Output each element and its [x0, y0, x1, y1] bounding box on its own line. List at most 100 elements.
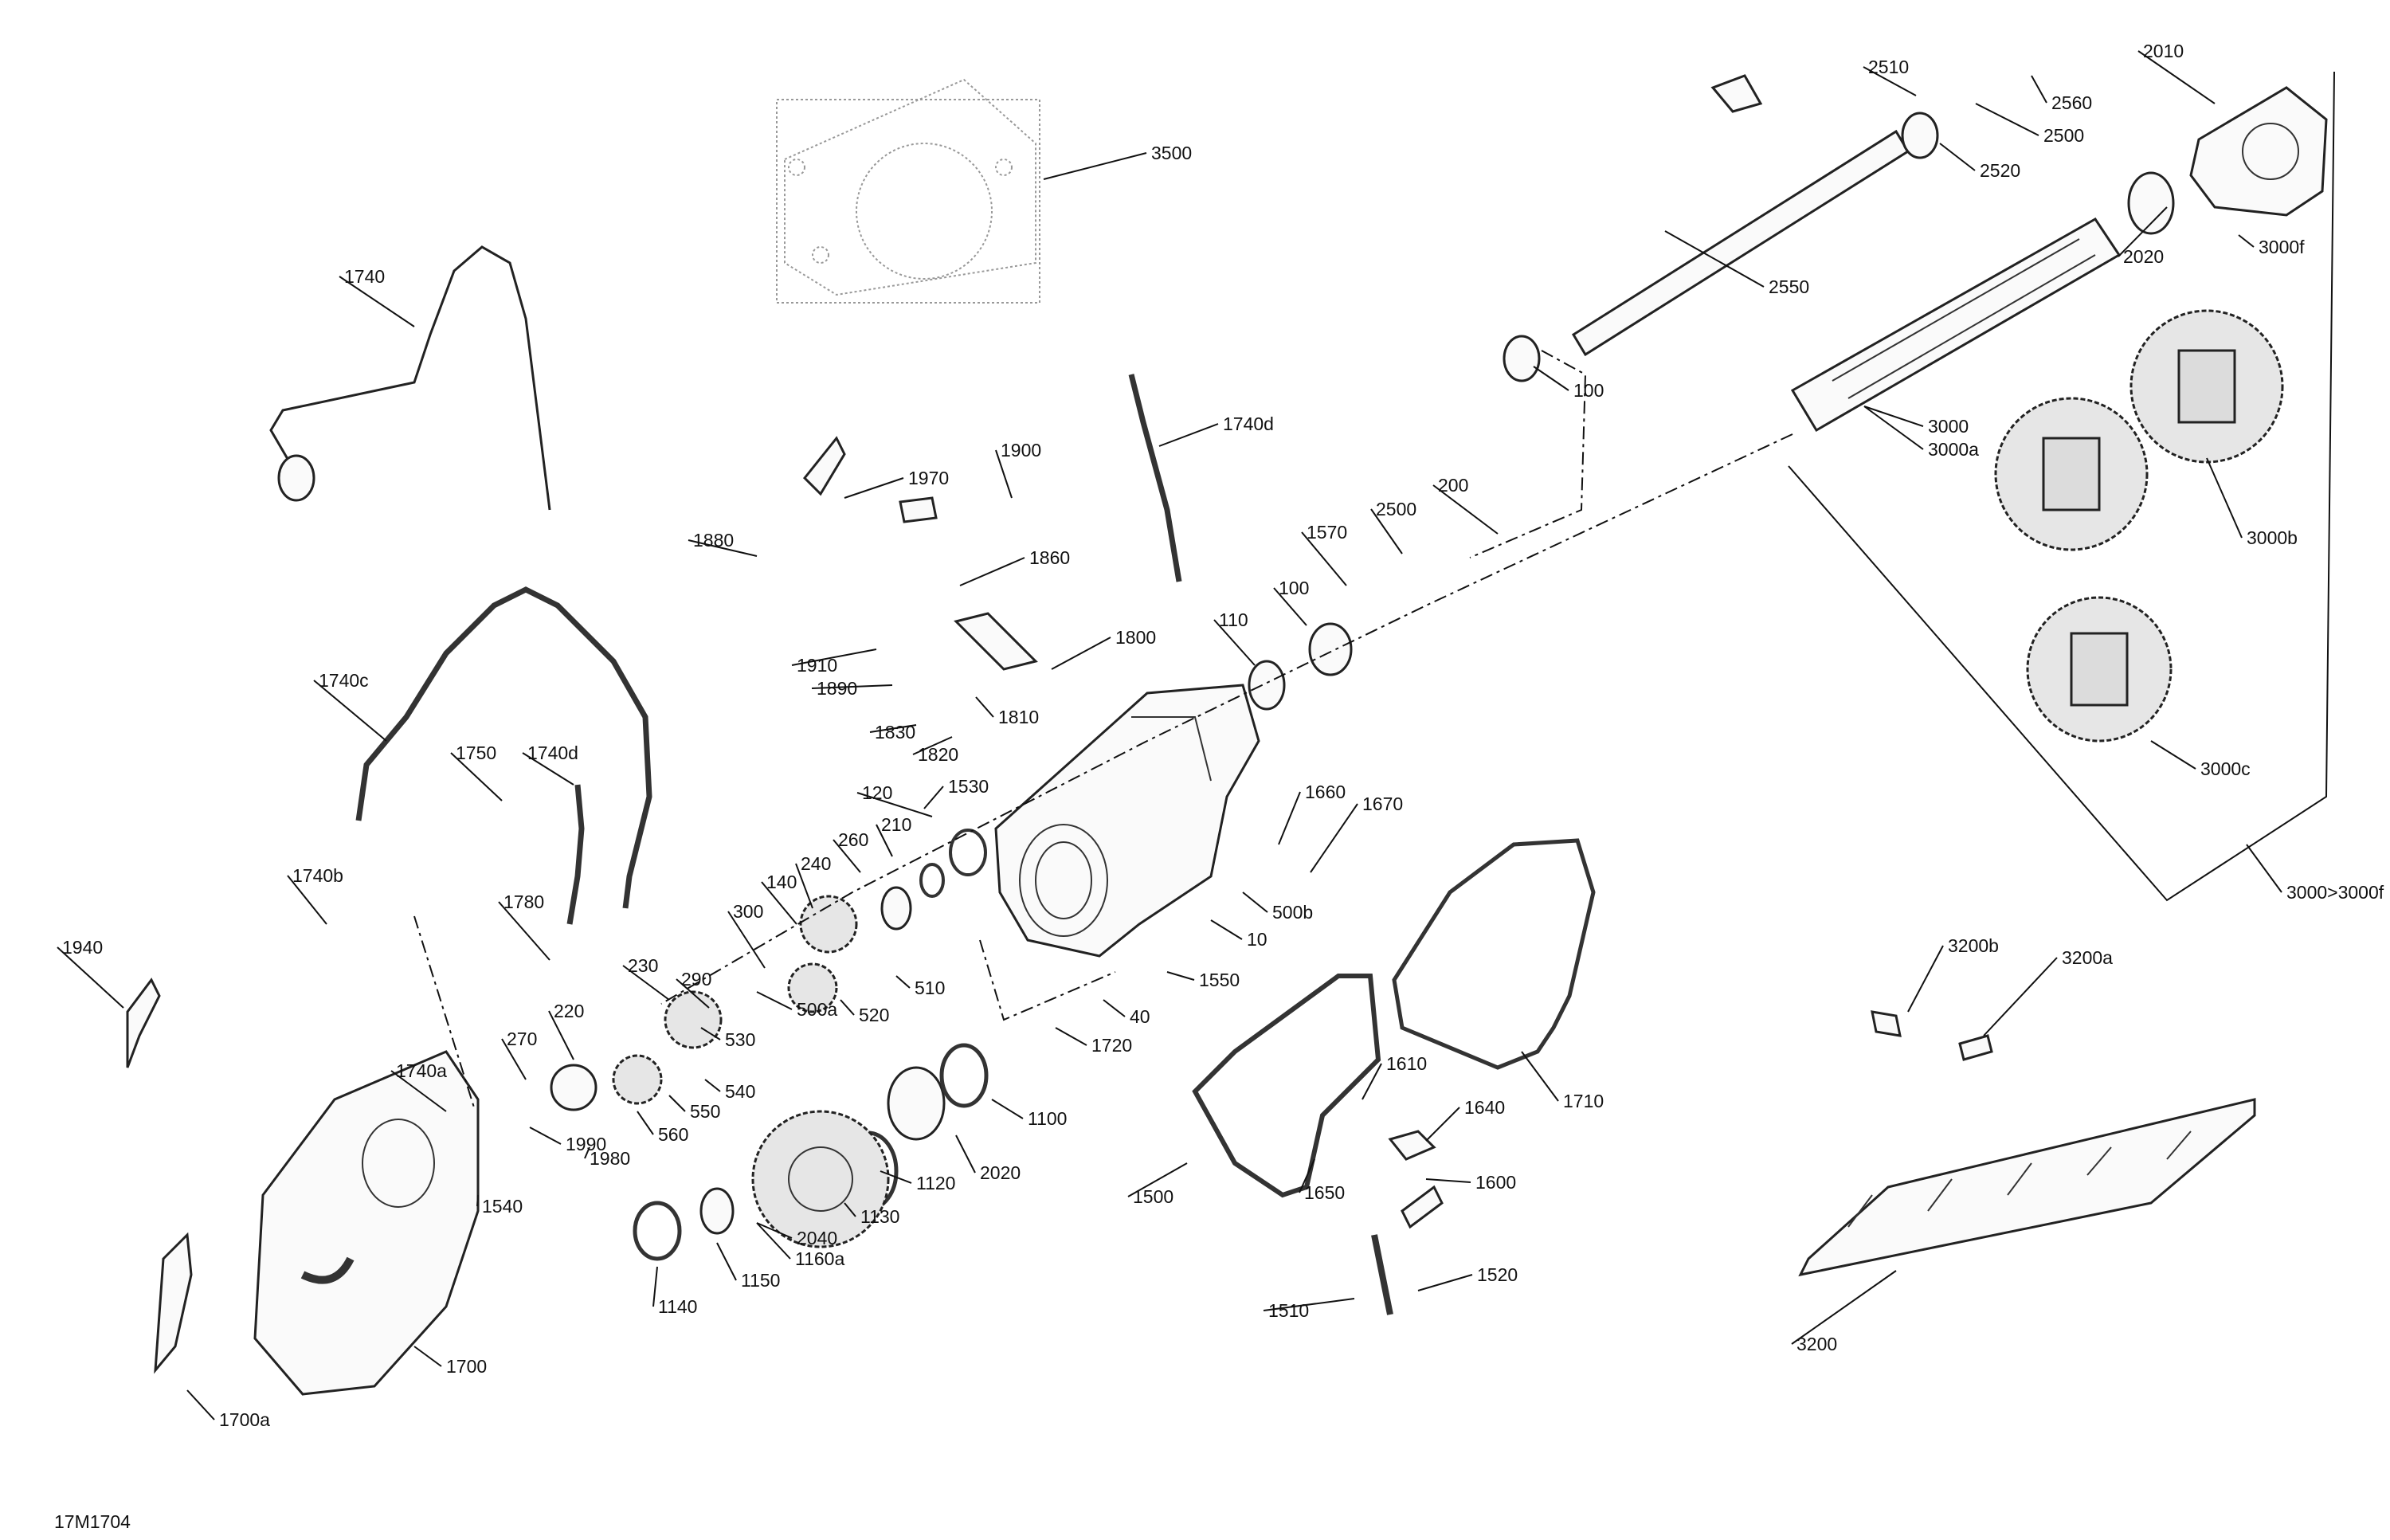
leader-line-3000>3000f — [2246, 844, 2282, 893]
callout-label-1550: 1550 — [1199, 970, 1240, 990]
callout-label-3000c: 3000c — [2200, 758, 2251, 779]
leader-line-1800 — [1051, 637, 1111, 670]
leader-line-2020 — [2118, 206, 2168, 257]
leader-line-1160a — [756, 1222, 791, 1260]
leader-line-1860 — [959, 557, 1025, 586]
leader-line-1980 — [584, 1146, 590, 1159]
leader-line-3200 — [1791, 1270, 1897, 1345]
leader-line-220 — [548, 1010, 574, 1060]
leader-line-1670 — [1310, 803, 1358, 873]
callout-label-1520: 1520 — [1477, 1264, 1518, 1285]
callout-label-1120: 1120 — [916, 1173, 955, 1193]
leader-line-1660 — [1278, 791, 1301, 845]
callout-label-1670: 1670 — [1362, 794, 1403, 814]
callout-label-40: 40 — [1130, 1006, 1150, 1027]
callout-label-500b: 500b — [1272, 902, 1313, 923]
callout-label-550: 550 — [690, 1101, 720, 1122]
leader-line-1990 — [529, 1127, 562, 1145]
leader-line-1720 — [1055, 1027, 1087, 1046]
callout-label-3000: 3000 — [1928, 416, 1969, 437]
leader-line-560 — [637, 1111, 654, 1135]
leader-line-1570 — [1301, 531, 1347, 586]
leader-line-1520 — [1417, 1274, 1473, 1291]
callout-label-1710: 1710 — [1563, 1091, 1604, 1111]
callout-label-1750: 1750 — [456, 743, 496, 763]
leader-line-210 — [876, 824, 893, 857]
leader-line-1130 — [844, 1202, 856, 1217]
leader-line-240 — [795, 863, 813, 909]
line-1740 — [269, 245, 551, 511]
leader-line-1150 — [716, 1242, 737, 1281]
callout-label-1990: 1990 — [566, 1134, 606, 1154]
leader-line-510 — [895, 975, 911, 989]
leader-line-1910 — [791, 649, 877, 666]
leader-line-1610 — [1362, 1063, 1382, 1100]
leader-line-1750 — [450, 752, 503, 801]
leader-line-530 — [700, 1027, 721, 1040]
belt-1500 — [1192, 974, 1381, 1198]
callout-label-1740: 1740 — [344, 266, 385, 287]
callout-label-1830: 1830 — [875, 722, 915, 743]
leader-line-3000 — [1863, 406, 1924, 427]
gears-stack — [550, 895, 890, 1248]
leader-line-120 — [856, 792, 933, 817]
callout-label-270: 270 — [507, 1029, 537, 1049]
leader-line-2040 — [756, 1222, 793, 1239]
cover-10 — [994, 684, 1260, 958]
callout-label-2500: 2500 — [1376, 499, 1416, 519]
callout-label-520: 520 — [859, 1005, 889, 1025]
sprocket-3000b-right — [2129, 309, 2284, 464]
callout-label-1810: 1810 — [998, 707, 1039, 727]
leader-line-1740d — [522, 752, 574, 786]
leader-line-1510 — [1263, 1298, 1355, 1311]
leader-line-1820 — [912, 736, 953, 755]
callout-label-2510: 2510 — [1868, 57, 1909, 77]
callout-label-1140: 1140 — [658, 1296, 697, 1317]
leader-line-1880 — [688, 539, 758, 557]
leader-line-1900 — [995, 449, 1013, 499]
figure-code: 17M1704 — [54, 1511, 131, 1532]
leader-line-1640 — [1425, 1107, 1460, 1142]
callout-label-260: 260 — [838, 829, 868, 850]
callout-label-1540: 1540 — [482, 1196, 523, 1217]
callout-label-1800: 1800 — [1115, 627, 1156, 648]
callout-label-1980: 1980 — [590, 1148, 630, 1169]
leader-line-2020 — [955, 1134, 976, 1174]
leader-line-1650 — [1299, 1158, 1315, 1193]
leader-line-1740c — [313, 680, 387, 742]
callout-label-3000a: 3000a — [1928, 439, 1979, 460]
callout-label-1740b: 1740b — [292, 865, 343, 886]
callout-label-1650: 1650 — [1304, 1182, 1345, 1203]
callout-label-560: 560 — [658, 1124, 688, 1145]
leader-line-290 — [676, 978, 710, 1009]
leader-line-500b — [1242, 891, 1268, 913]
leader-line-40 — [1103, 999, 1126, 1017]
leader-line-1500 — [1127, 1162, 1188, 1197]
leader-line-270 — [501, 1038, 527, 1080]
callout-label-2010: 2010 — [2143, 41, 2184, 61]
callout-label-510: 510 — [915, 978, 945, 998]
leader-line-2510 — [1863, 66, 1917, 96]
callout-label-1720: 1720 — [1091, 1035, 1132, 1056]
callout-label-1910: 1910 — [797, 655, 837, 676]
callout-label-230: 230 — [628, 955, 658, 976]
axis-lines — [413, 350, 1793, 1108]
bracket-3000-3000f — [1788, 71, 2335, 902]
callout-label-200: 200 — [1438, 475, 1468, 496]
belt-1710 — [1392, 838, 1596, 1070]
sprocket-3000b-left — [1994, 397, 2149, 551]
callout-label-290: 290 — [681, 969, 711, 989]
callout-label-2550: 2550 — [1769, 276, 1809, 297]
leader-line-1940 — [57, 946, 124, 1009]
leader-line-3500 — [1043, 152, 1147, 180]
ghost-gasket-3500 — [776, 78, 1040, 304]
callout-label-1130: 1130 — [860, 1206, 899, 1227]
callout-label-100: 100 — [1279, 578, 1309, 598]
leader-line-100 — [1273, 587, 1307, 626]
callout-label-1530: 1530 — [948, 776, 989, 797]
small-parts — [126, 74, 1993, 1374]
leader-line-1120 — [880, 1170, 912, 1184]
leader-line-1780 — [498, 901, 550, 961]
